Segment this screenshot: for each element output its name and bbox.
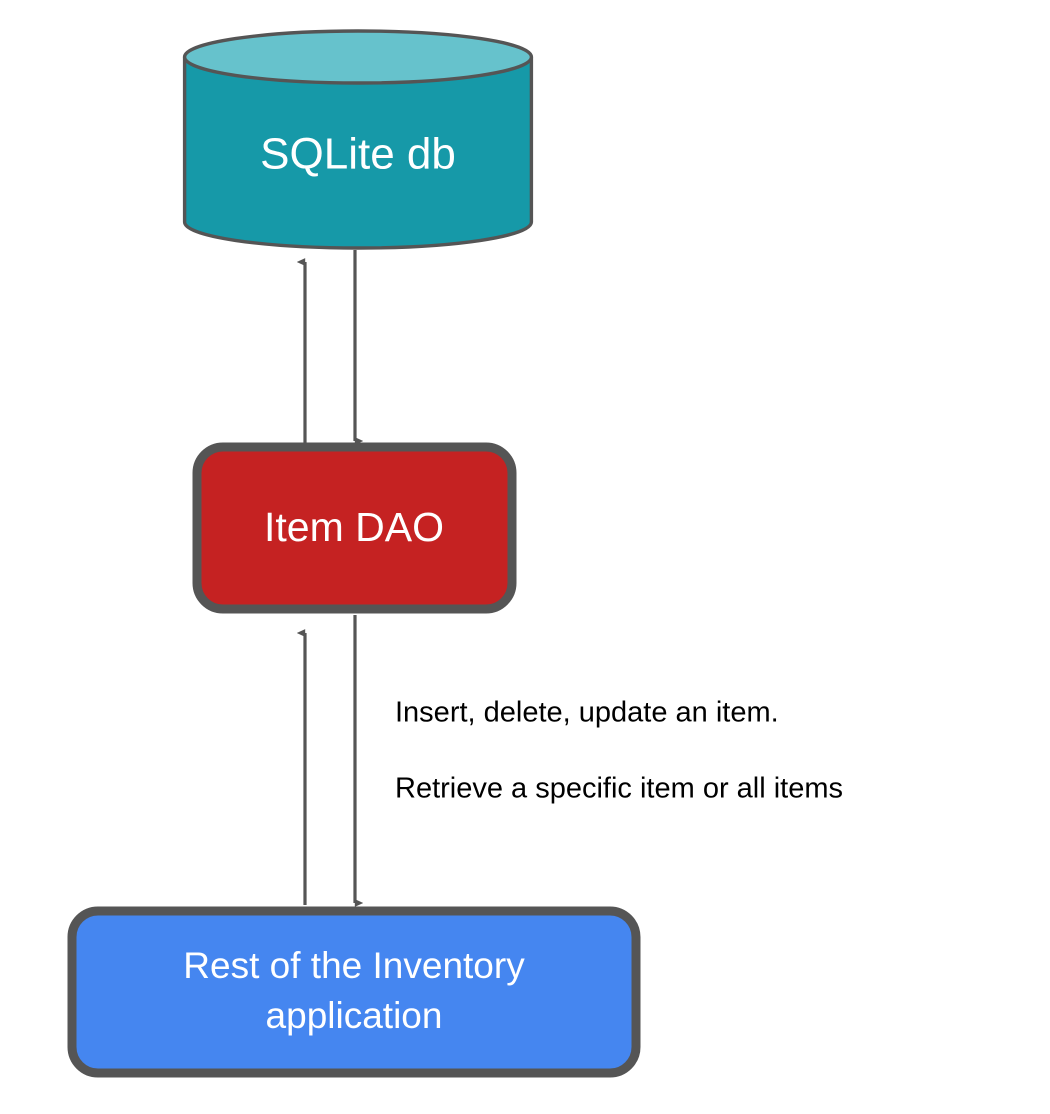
rest-of-app-label-line1: Rest of the Inventory [183, 945, 525, 986]
item-dao-box [192, 442, 517, 614]
edge-layer [296, 250, 364, 907]
item-dao-label: Item DAO [264, 504, 444, 550]
rest-of-app-label-line2: application [266, 995, 443, 1036]
edge-label-write: Insert, delete, update an item. [395, 697, 779, 729]
sqlite-db-label: SQLite db [260, 130, 456, 179]
cylinder-top [182, 29, 534, 85]
node-item-dao[interactable]: Item DAO [192, 442, 517, 614]
rest-of-app-box [67, 906, 641, 1078]
cylinder-body [182, 55, 534, 250]
edge-label-layer: Insert, delete, update an item. Retrieve… [395, 697, 843, 805]
node-sqlite-db[interactable]: SQLite db [182, 29, 534, 250]
node-rest-of-app[interactable]: Rest of the Inventory application [67, 906, 641, 1078]
edge-label-retrieve: Retrieve a specific item or all items [395, 773, 843, 805]
